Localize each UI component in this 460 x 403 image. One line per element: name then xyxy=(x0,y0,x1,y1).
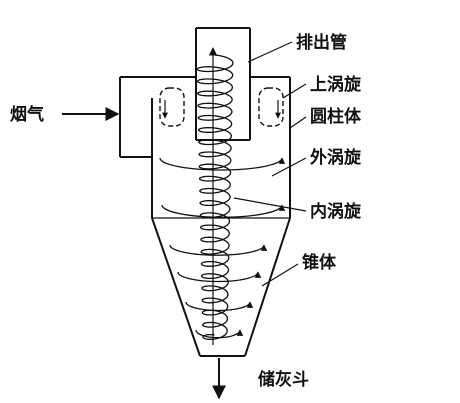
label-flue-gas: 烟气 xyxy=(10,104,44,125)
label-cylinder: 圆柱体 xyxy=(310,106,362,127)
leader-lines xyxy=(233,41,307,287)
upper-vortex-left xyxy=(159,87,185,127)
label-ash-hopper: 储灰斗 xyxy=(258,369,309,390)
label-inner-vortex: 内涡旋 xyxy=(310,201,362,222)
inner-vortex-coil xyxy=(196,54,234,340)
label-upper-vortex: 上涡旋 xyxy=(310,74,362,95)
label-outer-vortex: 外涡旋 xyxy=(310,147,362,168)
cylinder-body xyxy=(151,77,291,219)
upper-vortex-right xyxy=(258,87,284,127)
cone-body xyxy=(151,217,291,357)
inlet-duct xyxy=(119,76,290,158)
outer-vortex-arcs xyxy=(159,157,286,339)
label-cone: 锥体 xyxy=(302,252,337,273)
label-outlet-pipe: 排出管 xyxy=(296,32,347,53)
